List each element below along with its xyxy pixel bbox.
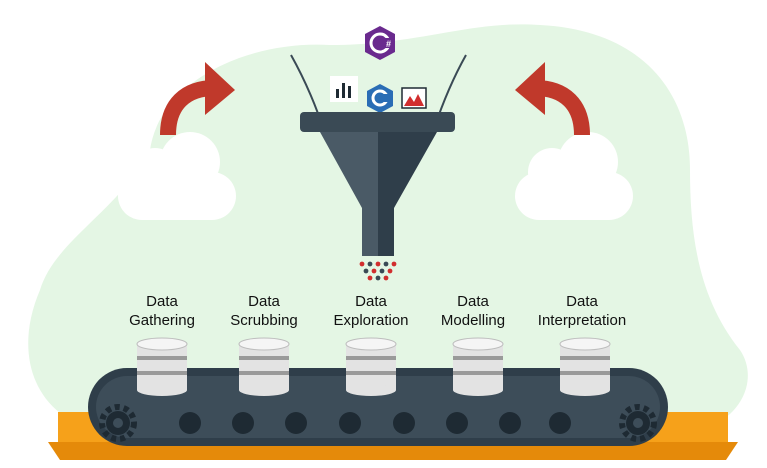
database-icon	[136, 337, 188, 396]
stage-label-line2: Exploration	[333, 312, 409, 329]
bar-chart-icon	[330, 76, 358, 102]
cloud-icon	[118, 132, 236, 220]
cloud-icon	[515, 132, 633, 220]
conveyor-rollers	[179, 412, 571, 434]
stage-label-line2: Gathering	[129, 312, 195, 329]
csharp-logo-icon: #	[365, 26, 395, 60]
database-icon	[238, 337, 290, 396]
stage-label-line1: Data	[248, 293, 280, 310]
image-chart-icon	[401, 87, 427, 109]
curved-arrow-icon	[160, 62, 235, 136]
stage-label-line1: Data	[146, 293, 178, 310]
svg-text:#: #	[386, 39, 391, 49]
stage-label-exploration: Data Exploration	[301, 292, 441, 330]
stage-label-gathering: Data Gathering	[92, 292, 232, 330]
data-dots	[359, 261, 397, 281]
stage-label-line1: Data	[355, 293, 387, 310]
funnel-icon	[300, 112, 455, 256]
stage-label-line1: Data	[457, 293, 489, 310]
stage-label-modelling: Data Modelling	[403, 292, 543, 330]
stage-label-line1: Data	[566, 293, 598, 310]
stage-label-scrubbing: Data Scrubbing	[194, 292, 334, 330]
stage-label-line2: Modelling	[440, 312, 506, 329]
stage-label-interpretation: Data Interpretation	[512, 292, 652, 330]
csharp-logo-icon	[367, 84, 393, 113]
database-icon	[559, 337, 611, 396]
gear-icon	[99, 404, 137, 442]
gear-icon	[619, 404, 657, 442]
stage-label-line2: Interpretation	[537, 312, 627, 329]
database-icon	[452, 337, 504, 396]
stage-label-line2: Scrubbing	[230, 312, 298, 329]
database-icon	[345, 337, 397, 396]
curved-arrow-icon	[515, 62, 590, 136]
